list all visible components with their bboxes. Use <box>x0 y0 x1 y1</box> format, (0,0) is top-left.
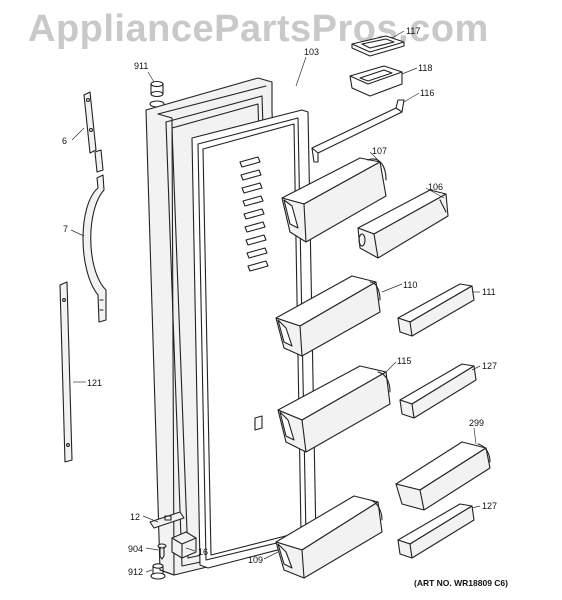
callout-904: 904 <box>128 544 144 554</box>
part-6-hinge-bracket <box>83 91 104 173</box>
callout-127-lower: 127 <box>482 501 498 511</box>
part-299-bin <box>395 441 491 511</box>
callout-109: 109 <box>248 555 264 565</box>
door-liner-ribs <box>239 156 269 431</box>
part-107-bin <box>281 157 387 243</box>
art-number: (ART NO. WR18809 C6) <box>414 578 508 588</box>
callout-107: 107 <box>372 146 388 156</box>
part-117-cover <box>351 35 405 57</box>
part-12-hinge-plate <box>149 511 185 529</box>
part-912-bushing <box>150 563 166 580</box>
callout-116: 116 <box>420 88 435 98</box>
callout-110: 110 <box>403 280 418 290</box>
part-7-handle <box>82 174 107 323</box>
callout-6: 6 <box>62 136 68 146</box>
part-106-bin <box>357 189 449 259</box>
part-111-bin <box>397 283 475 337</box>
part-110-bin <box>275 275 381 357</box>
callout-121: 121 <box>87 378 103 388</box>
part-904-screw <box>157 543 167 560</box>
callout-127-upper: 127 <box>482 361 498 371</box>
callout-911: 911 <box>134 61 149 71</box>
callout-103: 103 <box>304 47 320 57</box>
callout-16: 16 <box>198 547 209 557</box>
part-911-cap <box>149 80 165 108</box>
part-127-lower-bin <box>397 503 475 559</box>
callout-912: 912 <box>128 567 144 577</box>
part-118-small-bin <box>349 65 403 97</box>
callout-118: 118 <box>418 63 433 73</box>
callout-299: 299 <box>469 418 485 428</box>
part-127-upper-bin <box>399 363 477 419</box>
part-121-trim-strip <box>59 281 73 463</box>
part-16-hinge-block <box>171 531 197 559</box>
watermark: AppliancePartsPros.com <box>28 8 489 50</box>
callout-12: 12 <box>130 512 141 522</box>
callout-117: 117 <box>406 26 421 36</box>
part-109-bin <box>275 495 383 579</box>
callout-7: 7 <box>63 224 69 234</box>
leader-lines <box>70 30 481 573</box>
callout-106: 106 <box>428 182 444 192</box>
part-116-trim-bar <box>311 99 405 163</box>
callout-115: 115 <box>397 356 412 366</box>
callout-111: 111 <box>482 287 496 297</box>
part-115-bin <box>277 365 391 453</box>
